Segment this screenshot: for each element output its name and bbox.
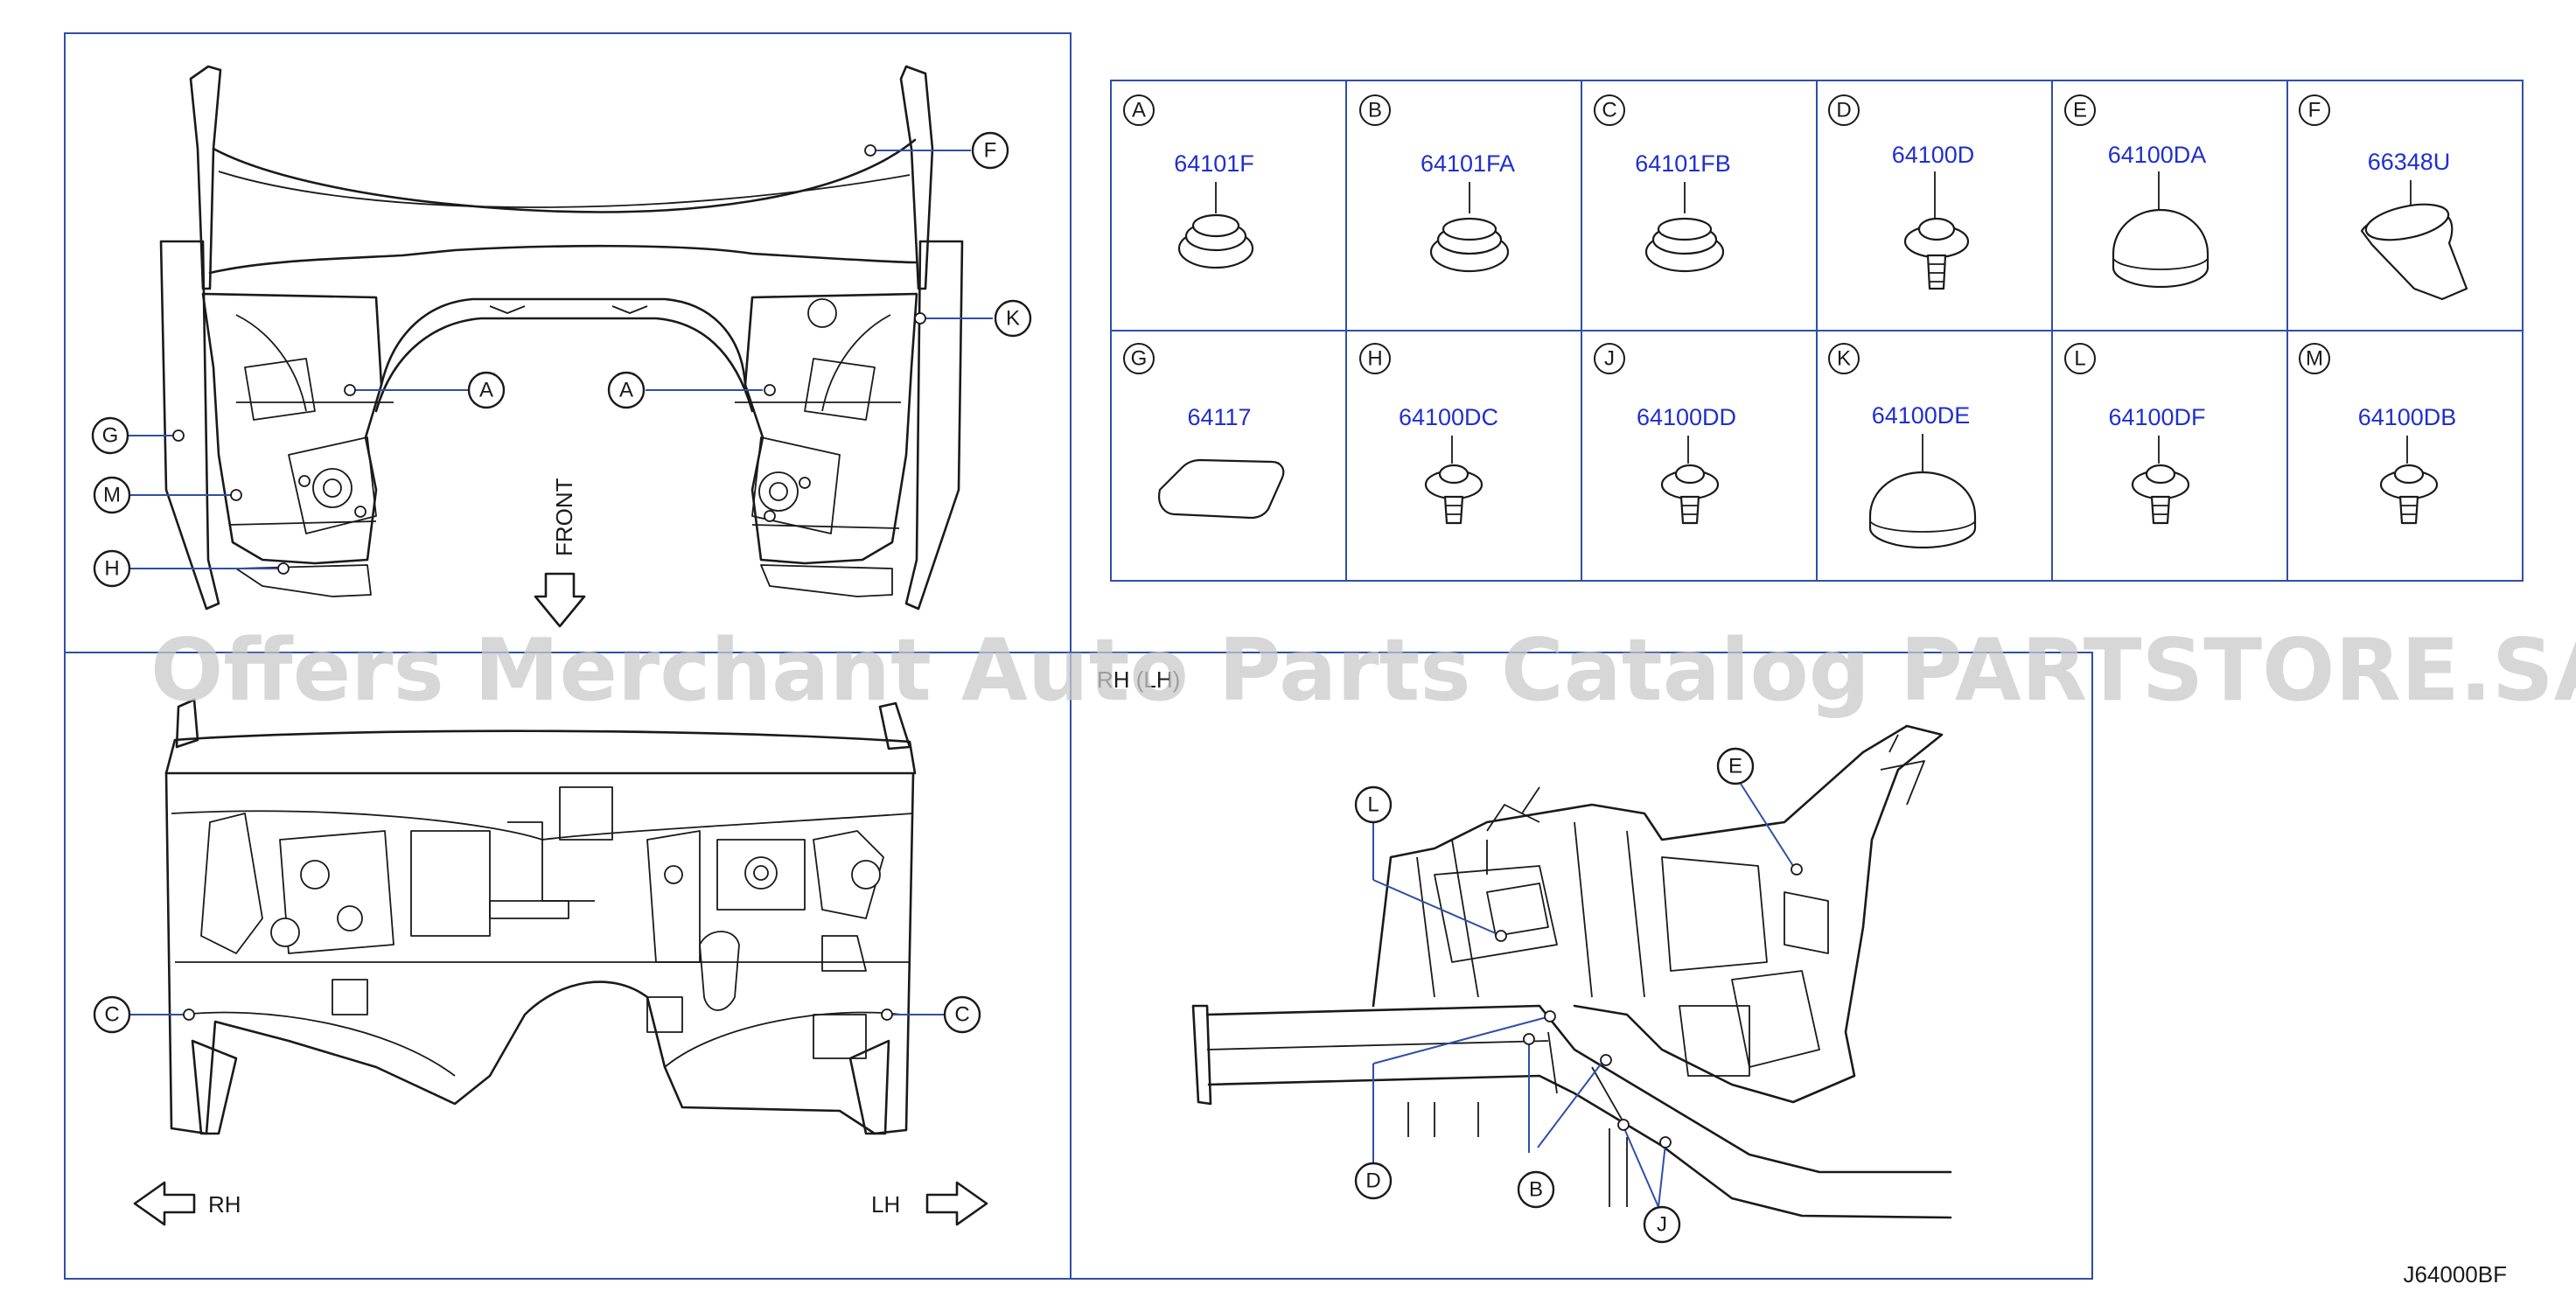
- svg-text:F: F: [984, 139, 997, 163]
- callout-l: L: [1354, 785, 1393, 824]
- part-cell-d: D 64100D: [1828, 94, 1975, 290]
- drawing-code: J64000BF: [2403, 1261, 2507, 1288]
- callout-a-left: A: [467, 371, 506, 409]
- svg-text:64101F: 64101F: [1174, 150, 1254, 177]
- plug-icon: [1868, 471, 1977, 549]
- part-cell-g: G 64117: [1123, 343, 1285, 520]
- clip-icon: [1903, 217, 1970, 290]
- svg-text:H: H: [1367, 347, 1382, 371]
- leader-lines: [127, 150, 1794, 1208]
- svg-text:64100DB: 64100DB: [2358, 404, 2457, 430]
- callout-k: K: [994, 299, 1032, 338]
- callout-b: B: [1517, 1170, 1555, 1209]
- svg-text:66348U: 66348U: [2368, 149, 2451, 175]
- part-cell-e: E 64100DA: [2064, 94, 2209, 289]
- svg-text:D: D: [1836, 99, 1851, 122]
- svg-text:64100DE: 64100DE: [1872, 402, 1971, 429]
- part-cell-m: M 64100DB: [2299, 343, 2457, 525]
- part-cell-j: J 64100DD: [1594, 343, 1736, 525]
- svg-text:F: F: [2308, 99, 2321, 122]
- part-cell-f: F 66348U: [2299, 94, 2468, 301]
- callout-g: G: [91, 416, 129, 455]
- clip-icon: [1660, 464, 1720, 525]
- rh-arrow: RH: [133, 1181, 241, 1226]
- svg-text:C: C: [954, 1003, 969, 1027]
- svg-text:64101FA: 64101FA: [1421, 150, 1515, 177]
- svg-text:B: B: [1529, 1178, 1543, 1202]
- svg-text:K: K: [1837, 347, 1851, 371]
- callout-h: H: [93, 549, 131, 588]
- svg-text:64101FB: 64101FB: [1635, 150, 1731, 177]
- svg-text:64100DD: 64100DD: [1637, 404, 1736, 430]
- svg-text:A: A: [619, 379, 633, 402]
- watermark: Offers Merchant Auto Parts Catalog PARTS…: [150, 621, 2576, 721]
- lh-label: LH: [871, 1191, 900, 1218]
- part-cell-l: L 64100DF: [2064, 343, 2206, 525]
- callout-j: J: [1643, 1205, 1681, 1244]
- rh-label: RH: [208, 1191, 241, 1218]
- front-label: FRONT: [551, 478, 577, 556]
- front-arrow: FRONT: [534, 478, 586, 628]
- grommet-icon: [1644, 217, 1725, 273]
- svg-text:M: M: [103, 484, 121, 507]
- svg-text:E: E: [1728, 755, 1742, 778]
- rh-lh-label: RH (LH): [1097, 666, 1180, 693]
- parts-table: A 64101F B 64101FA C 64101FB D 64100D E …: [1123, 94, 2468, 549]
- svg-text:J: J: [1604, 347, 1615, 371]
- callout-c-right: C: [943, 995, 981, 1034]
- grommet-icon: [1429, 217, 1510, 273]
- pad-icon: [1158, 458, 1285, 520]
- svg-text:J: J: [1657, 1213, 1667, 1237]
- grommet-icon: [1177, 213, 1254, 269]
- part-cell-k: K 64100DE: [1828, 343, 1977, 549]
- svg-text:G: G: [1131, 347, 1148, 371]
- svg-text:C: C: [1602, 99, 1616, 122]
- svg-text:A: A: [1132, 99, 1146, 122]
- svg-text:H: H: [104, 557, 119, 581]
- svg-text:M: M: [2306, 347, 2323, 371]
- svg-text:K: K: [1006, 307, 1020, 331]
- clip-icon: [1424, 464, 1483, 525]
- part-cell-h: H 64100DC: [1359, 343, 1498, 525]
- svg-text:C: C: [104, 1003, 119, 1027]
- svg-text:G: G: [102, 424, 119, 448]
- callout-d: D: [1354, 1162, 1393, 1200]
- svg-text:A: A: [479, 379, 493, 402]
- lh-arrow: LH: [871, 1181, 988, 1226]
- panel-frames: [64, 32, 2524, 1280]
- side-view-drawing: [1191, 724, 1952, 1219]
- plug-icon: [2112, 208, 2209, 289]
- part-cell-b: B 64101FA: [1359, 94, 1515, 273]
- svg-text:L: L: [2074, 347, 2085, 371]
- cap-icon: [2360, 203, 2468, 301]
- callout-a-right: A: [607, 371, 646, 409]
- part-cell-a: A 64101F: [1123, 94, 1254, 269]
- svg-text:64100DA: 64100DA: [2108, 142, 2207, 168]
- callout-c-left: C: [93, 995, 131, 1034]
- callout-f: F: [971, 131, 1009, 170]
- clip-icon: [2379, 464, 2439, 525]
- svg-text:64117: 64117: [1187, 404, 1251, 430]
- svg-text:D: D: [1365, 1169, 1380, 1193]
- svg-text:64100DC: 64100DC: [1399, 404, 1498, 430]
- svg-text:B: B: [1368, 99, 1382, 122]
- svg-text:64100D: 64100D: [1892, 142, 1975, 168]
- front-view-drawing: [164, 698, 917, 1135]
- mount-points: [172, 144, 1803, 1148]
- part-cell-c: C 64101FB: [1594, 94, 1731, 273]
- clip-icon: [2131, 464, 2190, 525]
- top-view-drawing: [159, 65, 964, 611]
- callout-m: M: [93, 476, 131, 514]
- svg-text:E: E: [2073, 99, 2087, 122]
- svg-text:L: L: [1367, 793, 1379, 817]
- callout-e: E: [1716, 747, 1755, 785]
- svg-text:64100DF: 64100DF: [2108, 404, 2205, 430]
